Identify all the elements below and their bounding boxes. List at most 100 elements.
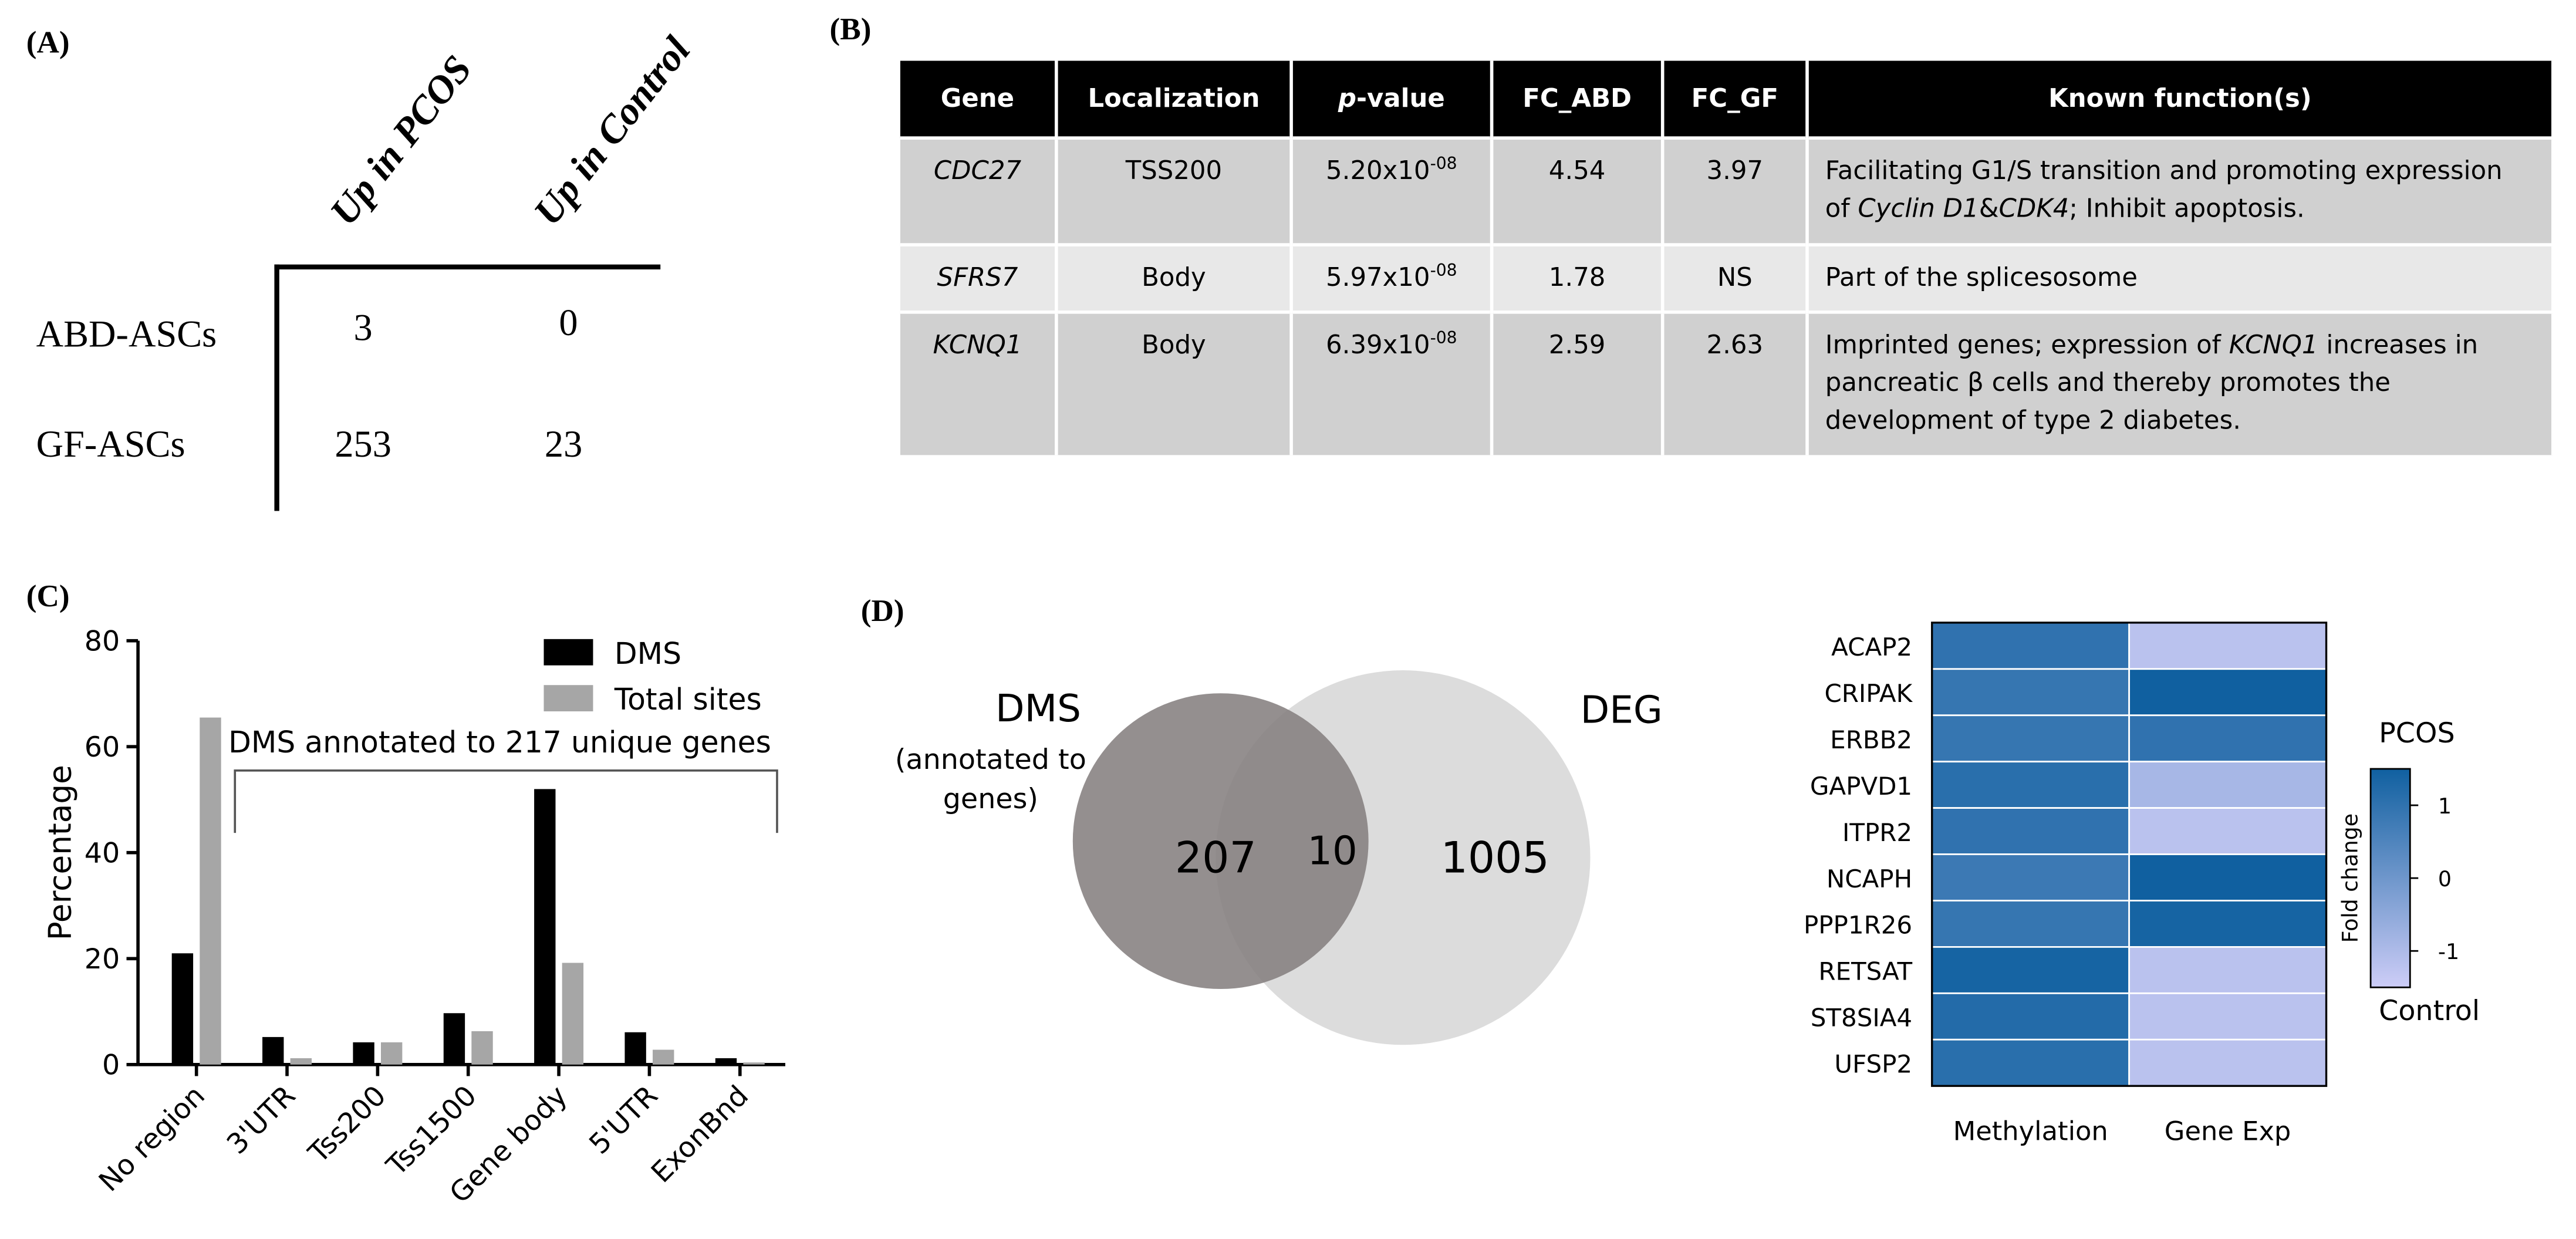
cell-p-value: 5.97x10-08 [1291, 242, 1494, 312]
bar-dms [715, 1058, 737, 1065]
colorbar-tick-label: 0 [2438, 866, 2452, 892]
heatmap-border [1931, 622, 2328, 1087]
bar-dms [171, 953, 194, 1065]
heatmap-row-label: ST8SIA4 [1811, 1004, 1912, 1032]
cell-fc-abd: 4.54 [1491, 136, 1665, 244]
cell-gene: CDC27 [900, 136, 1058, 244]
bar-total-sites [562, 963, 584, 1065]
table-row: SFRS7 Body 5.97x10-08 1.78 NS Part of th… [900, 242, 2555, 312]
venn-sublabel-dms: (annotated to [895, 744, 1086, 776]
heatmap-cell [2128, 761, 2327, 809]
x-tick-label: Tss200 [302, 1079, 393, 1170]
x-tick-label: ExonBnd [645, 1079, 755, 1189]
cell-gene: SFRS7 [900, 242, 1058, 312]
panel-b-gene-table: Gene Localization p-value FC_ABD FC_GF K… [900, 60, 2555, 454]
x-tick-label: No region [93, 1079, 211, 1198]
heatmap-cell [2128, 622, 2327, 670]
bar-dms [262, 1037, 284, 1065]
header-localization: Localization [1056, 60, 1293, 139]
colorbar [2369, 768, 2411, 988]
cell-fc-abd: 2.59 [1491, 310, 1665, 454]
bar-total-sites [471, 1031, 493, 1065]
bar-dms [353, 1042, 374, 1065]
x-tick-label: 5'UTR [583, 1079, 664, 1160]
header-fc-gf: FC_GF [1662, 60, 1809, 139]
y-tick-label: 40 [85, 838, 120, 870]
count-abd-control: 0 [559, 302, 578, 344]
venn-count-deg-only: 1005 [1441, 833, 1549, 883]
cell-localization: Body [1056, 242, 1293, 312]
count-abd-pcos: 3 [353, 307, 373, 349]
venn-label-dms: DMS [995, 687, 1081, 731]
y-tick-label: 80 [85, 625, 120, 657]
count-gf-pcos: 253 [335, 424, 391, 465]
heatmap-cell [1931, 714, 2131, 763]
legend-swatch [543, 685, 593, 712]
row-label-gf-ascs: GF-ASCs [36, 424, 185, 465]
heatmap-cell [1931, 761, 2131, 809]
cell-localization: TSS200 [1056, 136, 1293, 244]
cell-known-function: Part of the splicesosome [1807, 242, 2555, 312]
colorbar-tick-label: -1 [2438, 939, 2459, 964]
y-tick-label: 20 [85, 943, 120, 975]
header-known-function: Known function(s) [1807, 60, 2555, 139]
bar-total-sites [380, 1042, 403, 1065]
y-tick-label: 0 [102, 1049, 120, 1082]
panel-label-b: (B) [829, 13, 872, 48]
colorbar-label: Fold change [2338, 813, 2363, 943]
cell-gene: KCNQ1 [900, 310, 1058, 454]
heatmap-cell [1931, 946, 2131, 994]
panel-a-vertical-rule [274, 264, 279, 511]
col-header-up-in-control: Up in Control [526, 29, 700, 234]
heatmap-cell [1931, 622, 2131, 670]
annotation-bracket [234, 769, 778, 833]
bar-dms [443, 1013, 465, 1065]
bar-dms [624, 1032, 646, 1065]
heatmap-cell [1931, 668, 2131, 717]
cell-fc-gf: 3.97 [1662, 136, 1809, 244]
cell-localization: Body [1056, 310, 1293, 454]
heatmap-col-label: Gene Exp [2165, 1116, 2291, 1147]
panel-label-d: (D) [860, 595, 904, 630]
bar-total-sites [290, 1058, 312, 1065]
cell-fc-abd: 1.78 [1491, 242, 1665, 312]
venn-sublabel-dms: genes) [943, 783, 1038, 815]
venn-count-dms-only: 207 [1175, 833, 1257, 883]
bar-total-sites [743, 1062, 765, 1065]
bar-total-sites [653, 1049, 674, 1065]
cell-fc-gf: 2.63 [1662, 310, 1809, 454]
heatmap-cell [2128, 946, 2327, 994]
heatmap-cell [1931, 900, 2131, 948]
heatmap-cell [1931, 992, 2131, 1041]
y-tick-label: 60 [85, 731, 120, 764]
venn-count-intersection: 10 [1307, 828, 1357, 873]
header-fc-abd: FC_ABD [1491, 60, 1665, 139]
header-p-value: p-value [1291, 60, 1494, 139]
cell-p-value: 5.20x10-08 [1291, 136, 1494, 244]
row-label-abd-ascs: ABD-ASCs [36, 313, 217, 355]
bar-total-sites [200, 717, 221, 1065]
heatmap-cell [2128, 714, 2327, 763]
colorbar-top-label: PCOS [2379, 717, 2455, 750]
heatmap-cell [1931, 807, 2131, 855]
cell-known-function: Facilitating G1/S transition and promoti… [1807, 136, 2555, 244]
heatmap-cell [2128, 900, 2327, 948]
table-row: KCNQ1 Body 6.39x10-08 2.59 2.63 Imprinte… [900, 310, 2555, 454]
colorbar-tick-label: 1 [2438, 794, 2452, 819]
heatmap-cell [2128, 807, 2327, 855]
heatmap-row-label: ACAP2 [1831, 633, 1912, 661]
panel-a-horizontal-rule [274, 264, 661, 270]
y-axis-label: Percentage [42, 765, 78, 940]
col-header-up-in-pcos: Up in PCOS [323, 49, 481, 234]
heatmap-cell [1931, 853, 2131, 902]
header-gene: Gene [900, 60, 1058, 139]
heatmap-cell [2128, 1038, 2327, 1087]
cell-fc-gf: NS [1662, 242, 1809, 312]
cell-p-value: 6.39x10-08 [1291, 310, 1494, 454]
heatmap-cell [2128, 668, 2327, 717]
heatmap-row-label: ERBB2 [1830, 725, 1912, 754]
count-gf-control: 23 [544, 424, 583, 465]
heatmap-row-label: NCAPH [1827, 865, 1912, 893]
venn-circle-dms [1072, 693, 1369, 990]
